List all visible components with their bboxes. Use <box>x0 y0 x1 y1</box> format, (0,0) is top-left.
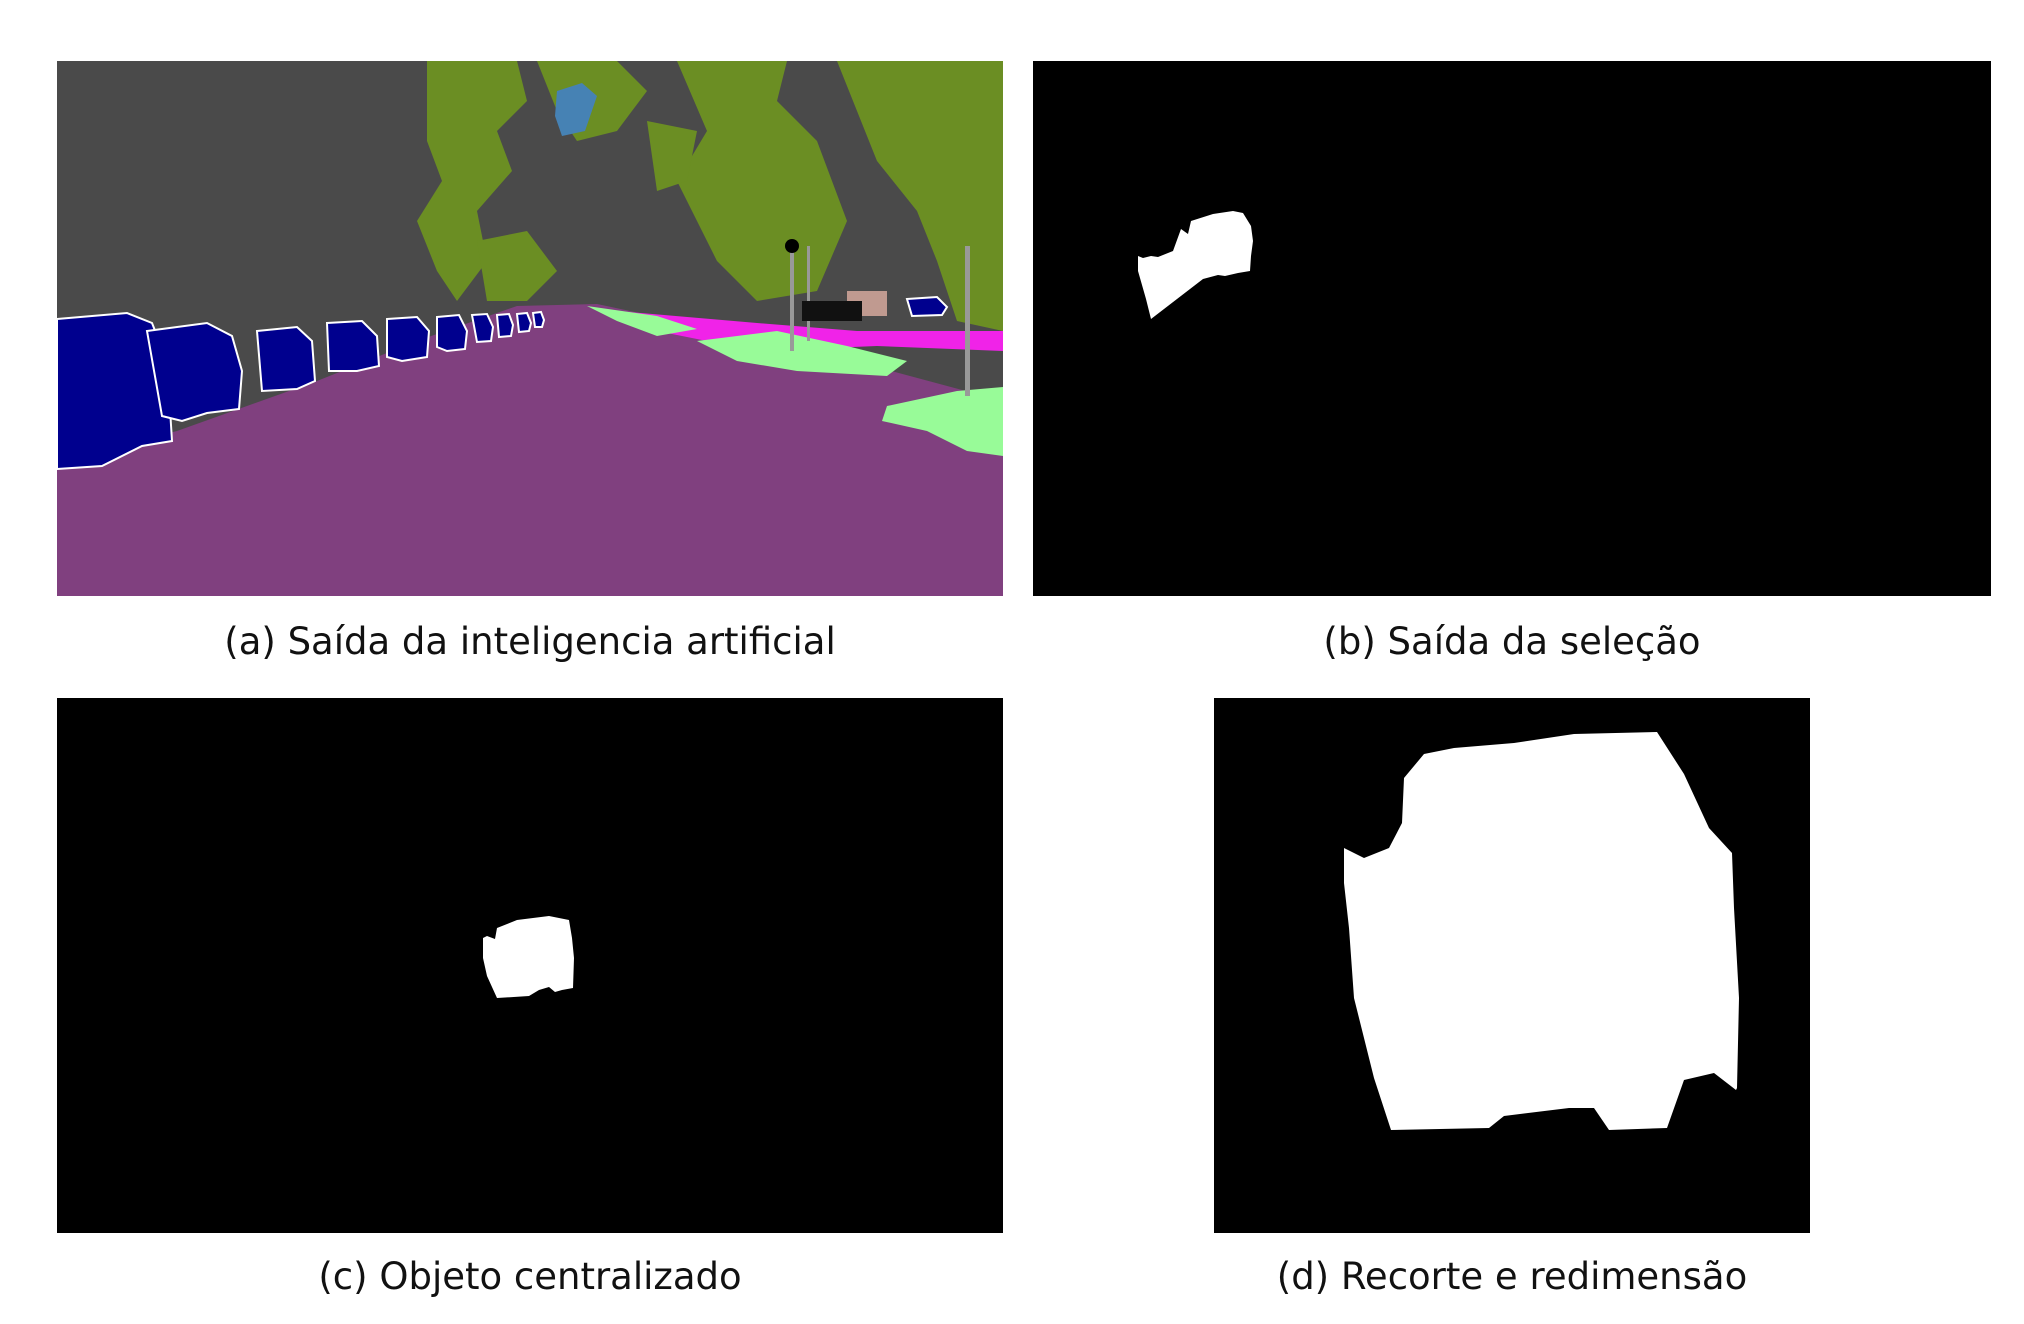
selection-output-image <box>1033 61 1991 596</box>
caption-panel-b: (b) Saída da seleção <box>1323 620 1701 663</box>
vehicle-region <box>802 301 862 321</box>
cropped-mask <box>1344 732 1739 1130</box>
pole-regions <box>790 246 970 396</box>
centered-mask <box>483 916 574 998</box>
building-region <box>555 83 597 136</box>
traffic-sign-region <box>785 239 799 253</box>
selection-mask <box>1138 211 1253 319</box>
segmentation-map <box>57 61 1003 596</box>
caption-panel-c: (c) Objeto centralizado <box>318 1255 742 1298</box>
segmentation-output-image <box>57 61 1003 596</box>
road-region <box>57 304 1003 596</box>
car-regions <box>57 295 949 471</box>
caption-panel-d: (d) Recorte e redimensão <box>1276 1255 1748 1298</box>
selected-object-mask <box>1138 211 1253 319</box>
terrain-regions <box>587 306 1003 456</box>
centered-object-mask <box>483 916 574 998</box>
centered-object-image <box>57 698 1003 1233</box>
cropped-resized-image <box>1214 698 1810 1233</box>
cropped-object-mask <box>1344 732 1739 1130</box>
caption-panel-a: (a) Saída da inteligencia artificial <box>224 620 836 663</box>
vegetation-regions <box>417 61 1003 331</box>
